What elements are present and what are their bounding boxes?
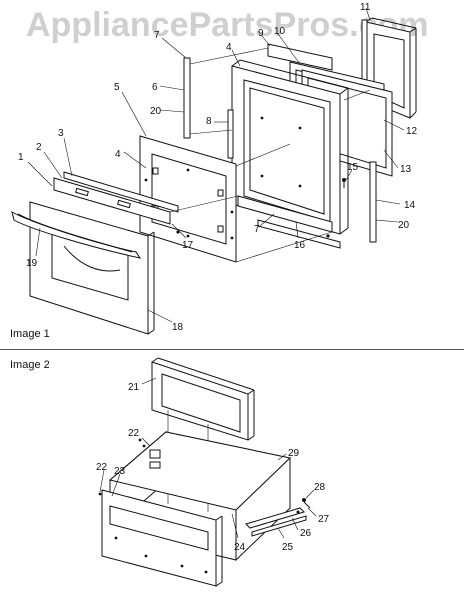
alignment-lines bbox=[169, 47, 371, 263]
callout-29: 29 bbox=[288, 448, 300, 459]
image-2-label: Image 2 bbox=[10, 359, 50, 371]
callout-12: 12 bbox=[406, 126, 418, 137]
callout-4a: 4 bbox=[115, 149, 121, 160]
callout-10: 10 bbox=[274, 26, 286, 37]
bottom-door-channel bbox=[237, 195, 341, 249]
drawer-rear-panel bbox=[151, 357, 255, 441]
callout-8: 8 bbox=[206, 116, 212, 127]
callout-15: 15 bbox=[347, 162, 359, 173]
left-hinge bbox=[183, 57, 234, 159]
callout-20b: 20 bbox=[398, 220, 410, 231]
callout-23: 23 bbox=[114, 466, 126, 477]
door-vent-trim bbox=[53, 171, 179, 225]
drawer-screws bbox=[296, 498, 311, 514]
door-handle bbox=[11, 211, 142, 272]
callout-6: 6 bbox=[152, 82, 158, 93]
callout-leaders-image2 bbox=[99, 377, 317, 539]
right-hinge bbox=[369, 161, 377, 243]
callout-9: 9 bbox=[258, 28, 264, 39]
drawer-body bbox=[108, 430, 292, 562]
image-1-label: Image 1 bbox=[10, 328, 50, 340]
callout-2: 2 bbox=[36, 142, 42, 153]
callout-19: 19 bbox=[26, 258, 38, 269]
callout-22b: 22 bbox=[96, 462, 108, 473]
callout-25: 25 bbox=[282, 542, 294, 553]
callout-24: 24 bbox=[234, 542, 246, 553]
callout-22a: 22 bbox=[128, 428, 140, 439]
callout-16: 16 bbox=[294, 240, 306, 251]
watermark-logo-text: AppliancePartsPros.com bbox=[26, 6, 429, 44]
callout-11: 11 bbox=[360, 2, 371, 13]
callout-27: 27 bbox=[318, 514, 330, 525]
callout-7a: 7 bbox=[154, 30, 160, 41]
callout-18: 18 bbox=[172, 322, 184, 333]
callout-26: 26 bbox=[300, 528, 312, 539]
section-divider bbox=[0, 349, 464, 350]
callout-5: 5 bbox=[114, 82, 120, 93]
callout-leaders-image1 bbox=[27, 7, 405, 323]
callout-17: 17 bbox=[182, 240, 194, 251]
callout-3: 3 bbox=[58, 128, 64, 139]
drawer-slide-rail bbox=[245, 507, 307, 537]
callout-21: 21 bbox=[128, 382, 140, 393]
drawer-front-panel bbox=[98, 489, 223, 587]
callout-1: 1 bbox=[18, 152, 24, 163]
callout-13: 13 bbox=[400, 164, 412, 175]
callout-4b: 4 bbox=[226, 42, 232, 53]
callouts-image2: 21 22 22 23 24 25 26 27 28 29 bbox=[96, 382, 330, 553]
callout-28: 28 bbox=[314, 482, 326, 493]
inner-door-liner bbox=[231, 59, 349, 235]
callout-20a: 20 bbox=[150, 106, 162, 117]
callout-7b: 7 bbox=[254, 224, 260, 235]
callouts-image1: 1 2 3 4 4 5 6 7 7 8 9 10 11 12 13 14 15 … bbox=[18, 2, 418, 333]
callout-14: 14 bbox=[404, 200, 416, 211]
